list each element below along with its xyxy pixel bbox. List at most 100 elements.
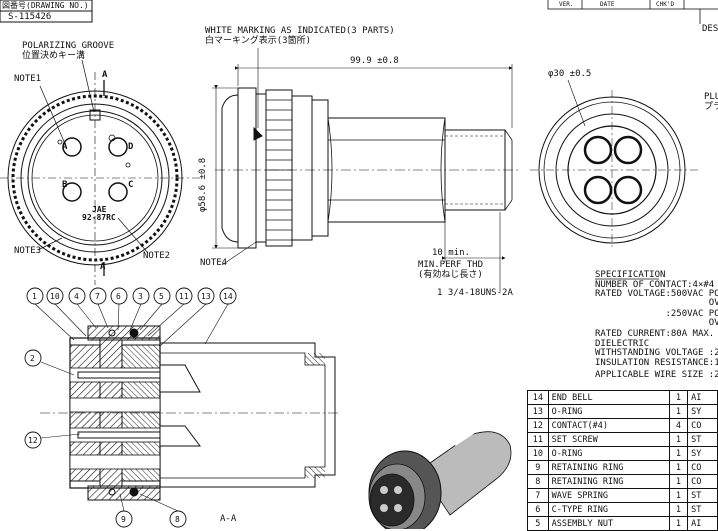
specification-title: SPECIFICATION <box>595 270 666 280</box>
rear-diameter-dimension: φ30 ±0.5 <box>548 69 592 79</box>
drawing-number-box <box>0 0 93 23</box>
section-a-bottom: A <box>100 262 106 272</box>
part-material: CO <box>687 460 718 475</box>
part-material: ST <box>687 432 718 447</box>
part-name: CONTACT(#4) <box>547 418 670 433</box>
min-perf-jp: (有効ねじ長さ) <box>418 270 483 280</box>
length-dimension: 99.9 ±0.8 <box>350 56 399 66</box>
rear-view <box>530 79 700 250</box>
balloon-12: 12 <box>28 436 38 445</box>
part-material: AI <box>687 516 718 531</box>
part-material: ST <box>687 488 718 503</box>
part-name: O-RING <box>547 404 670 419</box>
spec-line: OVEF <box>595 318 718 328</box>
balloon-13: 13 <box>201 292 211 301</box>
drawing-no: S-115426 <box>8 12 52 22</box>
part-no: 14 <box>527 390 549 405</box>
part-material: CO <box>687 474 718 489</box>
part-no: 7 <box>527 488 549 503</box>
part-no: 6 <box>527 502 549 517</box>
part-name: RETAINING RING <box>547 474 670 489</box>
balloon-1: 1 <box>32 292 37 301</box>
polarizing-groove-label: POLARIZING GROOVE <box>22 41 115 51</box>
balloon-6: 6 <box>116 292 121 301</box>
spec-line: RATED CURRENT:80A MAX. pe <box>595 329 718 339</box>
side-view <box>212 48 520 292</box>
part-name: RETAINING RING <box>547 460 670 475</box>
spec-line: NUMBER OF CONTACT:4×#4 <box>595 280 715 290</box>
spec-line: OVEF <box>595 298 718 308</box>
part-no: 13 <box>527 404 549 419</box>
title-ver: VER. <box>559 1 574 8</box>
part-qty: 1 <box>668 404 689 419</box>
polarizing-groove-jp: 位置決めキー溝 <box>22 51 86 61</box>
balloon-11: 11 <box>179 292 189 301</box>
part-material: CO <box>687 418 718 433</box>
plug-text: PLU <box>704 92 718 102</box>
balloon-4: 4 <box>74 292 79 301</box>
part-qty: 1 <box>668 474 689 489</box>
part-name: C-TYPE RING <box>547 502 670 517</box>
part-qty: 1 <box>668 446 689 461</box>
part-name: WAVE SPRING <box>547 488 670 503</box>
part-qty: 1 <box>668 460 689 475</box>
part-qty: 1 <box>668 432 689 447</box>
part-no: 9 <box>527 460 549 475</box>
title-date: DATE <box>600 1 615 8</box>
part-material: AI <box>687 390 718 405</box>
part-no: 5 <box>527 516 549 531</box>
thread-spec: 1 3/4-18UNS-2A <box>437 288 513 298</box>
section-view <box>24 287 340 528</box>
part-code-mark: 92-87RC <box>82 213 116 222</box>
contact-c-label: C <box>128 180 134 190</box>
connector-3d-render <box>368 423 513 529</box>
section-label: A-A <box>220 514 237 524</box>
diameter-dimension: φ58.6 ±0.8 <box>198 157 208 212</box>
plug-text-jp: プラ <box>704 102 718 112</box>
balloon-10: 10 <box>50 292 60 301</box>
balloon-5: 5 <box>159 292 164 301</box>
spec-line: WITHSTANDING VOLTAGE :200 <box>595 348 718 358</box>
part-no: 11 <box>527 432 549 447</box>
note2-label: NOTE2 <box>143 251 171 261</box>
balloon-9: 9 <box>121 515 126 524</box>
note4-label: NOTE4 <box>200 258 228 268</box>
part-qty: 1 <box>668 502 689 517</box>
part-material: SY <box>687 446 718 461</box>
part-qty: 1 <box>668 390 689 405</box>
balloon-2: 2 <box>30 354 35 363</box>
balloon-7: 7 <box>95 292 100 301</box>
balloon-3: 3 <box>138 292 143 301</box>
spec-line: :250VAC POLI <box>595 309 718 319</box>
spec-line: DIELECTRIC <box>595 339 650 349</box>
part-material: ST <box>687 502 718 517</box>
white-marking-jp: 白マーキング表示(3箇所) <box>205 36 311 46</box>
part-name: O-RING <box>547 446 670 461</box>
top-right-text: DES <box>702 24 718 34</box>
part-qty: 1 <box>668 488 689 503</box>
spec-line: RATED VOLTAGE:500VAC POLI <box>595 289 718 299</box>
part-no: 10 <box>527 446 549 461</box>
jae-mark: JAE <box>92 205 107 214</box>
contact-d-label: D <box>128 142 134 152</box>
spec-line: INSULATION RESISTANCE:100 <box>595 358 718 368</box>
part-no: 8 <box>527 474 549 489</box>
section-a-top: A <box>102 70 108 80</box>
note3-label: NOTE3 <box>14 246 42 256</box>
contact-b-label: B <box>62 180 68 190</box>
balloon-8: 8 <box>175 515 180 524</box>
front-view <box>0 59 200 285</box>
balloon-14: 14 <box>223 292 233 301</box>
note1-label: NOTE1 <box>14 74 42 84</box>
part-qty: 1 <box>668 516 689 531</box>
min-perf-label: MIN.PERF THD <box>418 260 484 270</box>
